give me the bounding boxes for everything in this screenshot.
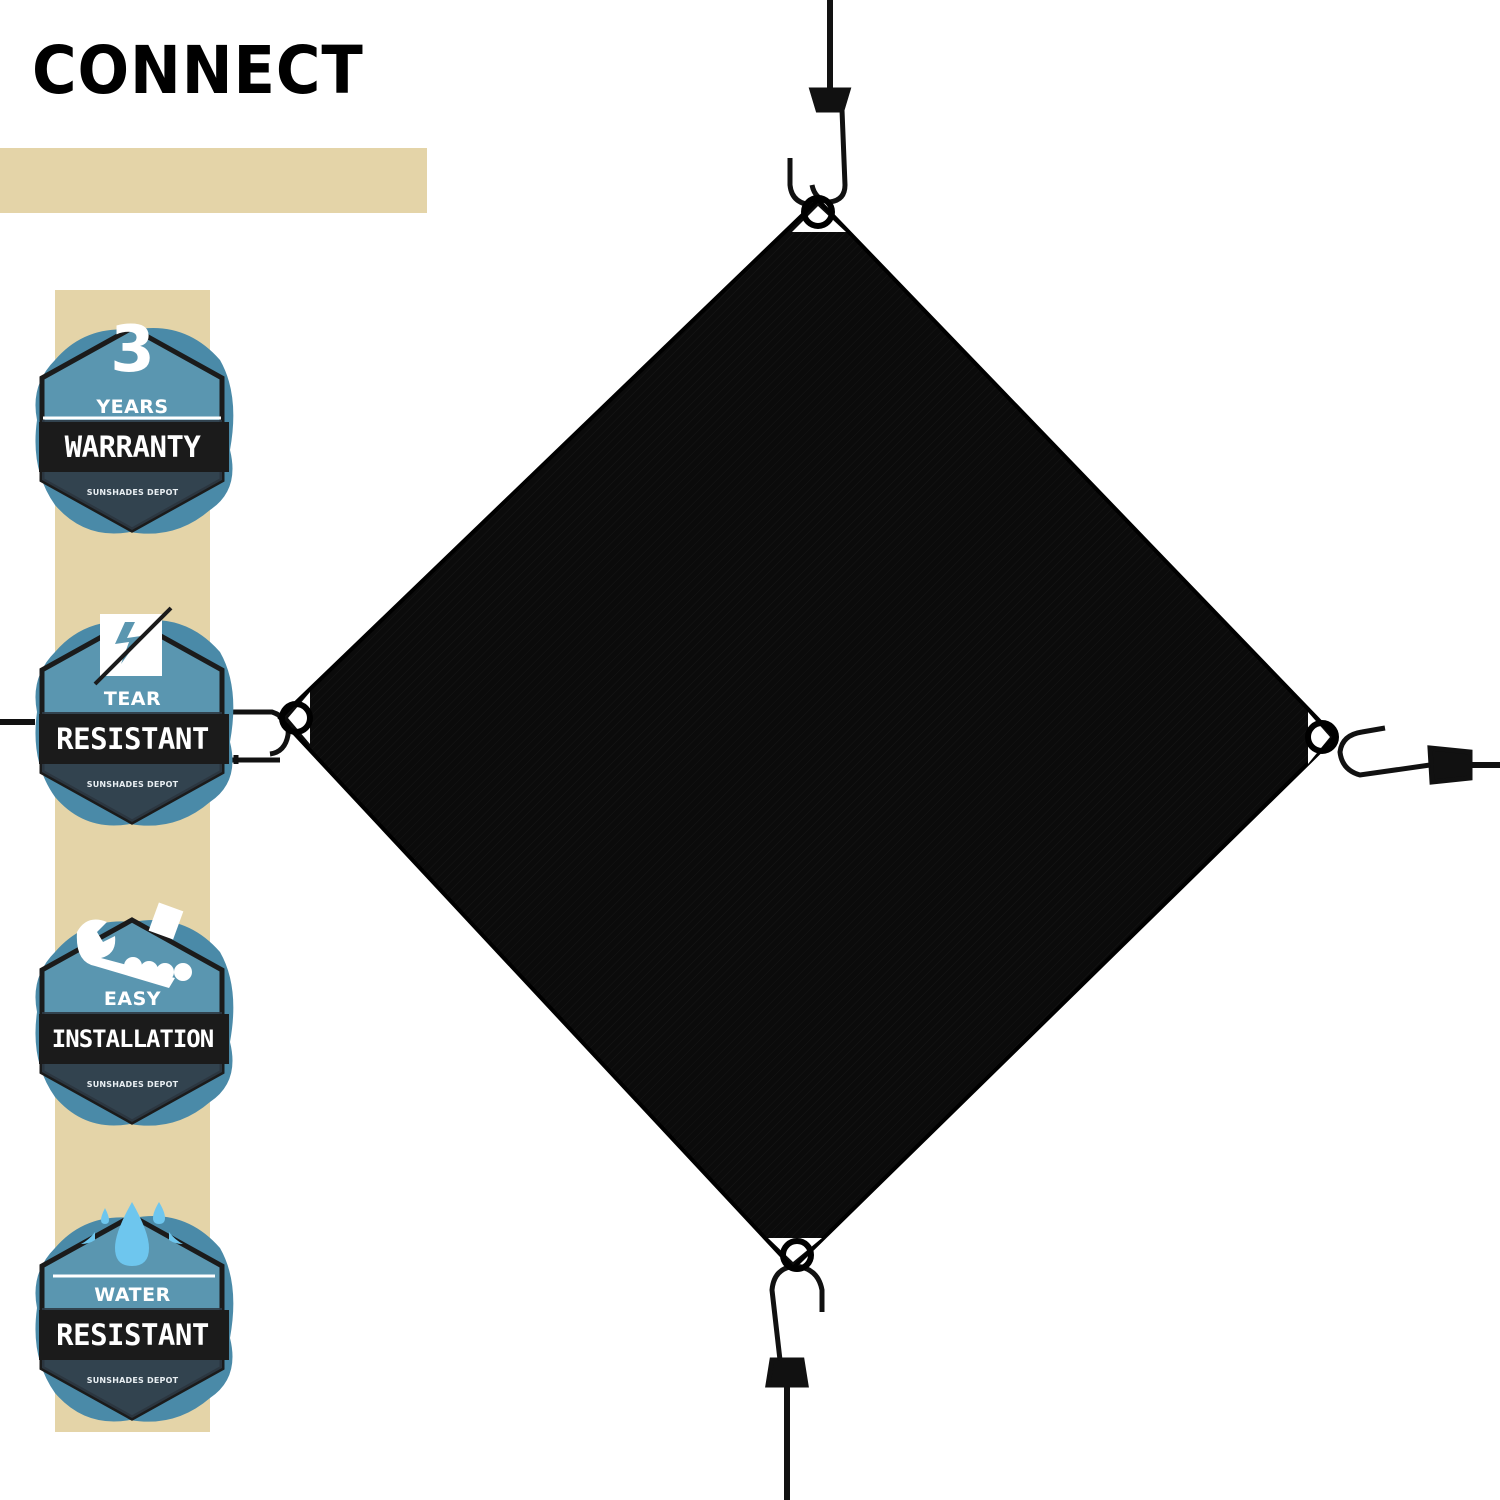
badge-brand-label: SUNSHADES DEPOT bbox=[86, 1080, 179, 1089]
badge-main-label: RESISTANT bbox=[56, 722, 209, 756]
badge-brand-label: SUNSHADES DEPOT bbox=[86, 1376, 179, 1385]
badge-tear-resistant: TEAR RESISTANT SUNSHADES DEPOT bbox=[25, 592, 240, 842]
corner-top bbox=[792, 206, 846, 232]
badge-band bbox=[39, 422, 229, 472]
bottom-hook bbox=[765, 1263, 825, 1388]
shade-sail bbox=[277, 197, 1338, 1271]
badge-top-label: TEAR bbox=[103, 688, 162, 710]
headline: CONNECT bbox=[32, 32, 364, 109]
badge-top-label: WATER bbox=[94, 1284, 171, 1306]
number-icon: 3 bbox=[110, 313, 155, 387]
badge-top-label: YEARS bbox=[96, 396, 169, 418]
tear-icon bbox=[93, 606, 173, 686]
badge-top-label: EASY bbox=[103, 988, 162, 1010]
right-hook bbox=[1337, 725, 1473, 785]
badge-brand-label: SUNSHADES DEPOT bbox=[86, 488, 179, 497]
wrench-hand-icon bbox=[76, 902, 192, 988]
badge-main-label: WARRANTY bbox=[64, 430, 201, 464]
badge-warranty: 3 YEARS WARRANTY SUNSHADES DEPOT bbox=[25, 300, 240, 550]
badge-water-resistant: WATER RESISTANT SUNSHADES DEPOT bbox=[25, 1188, 240, 1438]
top-hook bbox=[787, 87, 852, 208]
header-accent-bar bbox=[0, 148, 427, 213]
badge-main-label: INSTALLATION bbox=[51, 1025, 214, 1053]
badge-easy-installation: EASY INSTALLATION SUNSHADES DEPOT bbox=[25, 892, 240, 1142]
left-hook bbox=[232, 709, 291, 764]
water-drop-icon bbox=[81, 1202, 183, 1266]
badge-brand-label: SUNSHADES DEPOT bbox=[86, 780, 179, 789]
badge-main-label: RESISTANT bbox=[56, 1318, 209, 1352]
